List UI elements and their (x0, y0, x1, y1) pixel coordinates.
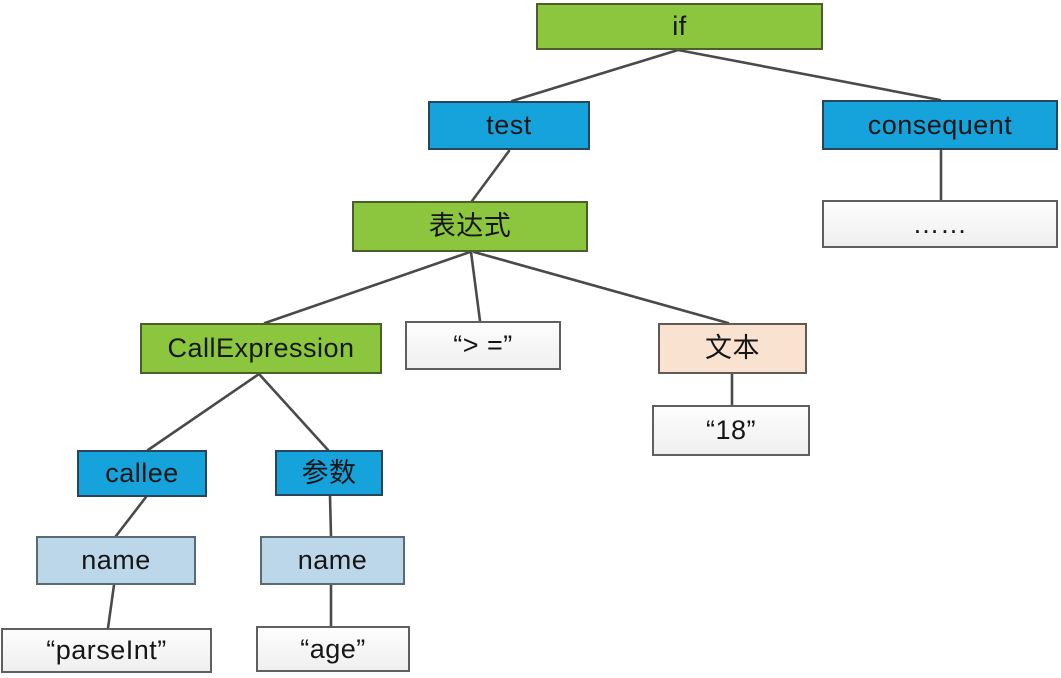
edge-call-expression-to-callee (146, 372, 261, 452)
edge-if-to-test (510, 48, 680, 103)
edge-if-to-consequent (676, 48, 942, 102)
edge-arguments-to-argument-name (328, 494, 333, 538)
edge-callee-to-callee-name (114, 495, 148, 538)
edge-expression-to-text (472, 250, 730, 325)
edge-call-expression-to-arguments (257, 372, 330, 452)
edge-expression-to-call-expression (263, 250, 472, 325)
edge-callee-name-to-value-parseint (106, 583, 116, 630)
edge-test-to-expression (470, 149, 511, 203)
edge-expression-to-operator (469, 250, 482, 323)
